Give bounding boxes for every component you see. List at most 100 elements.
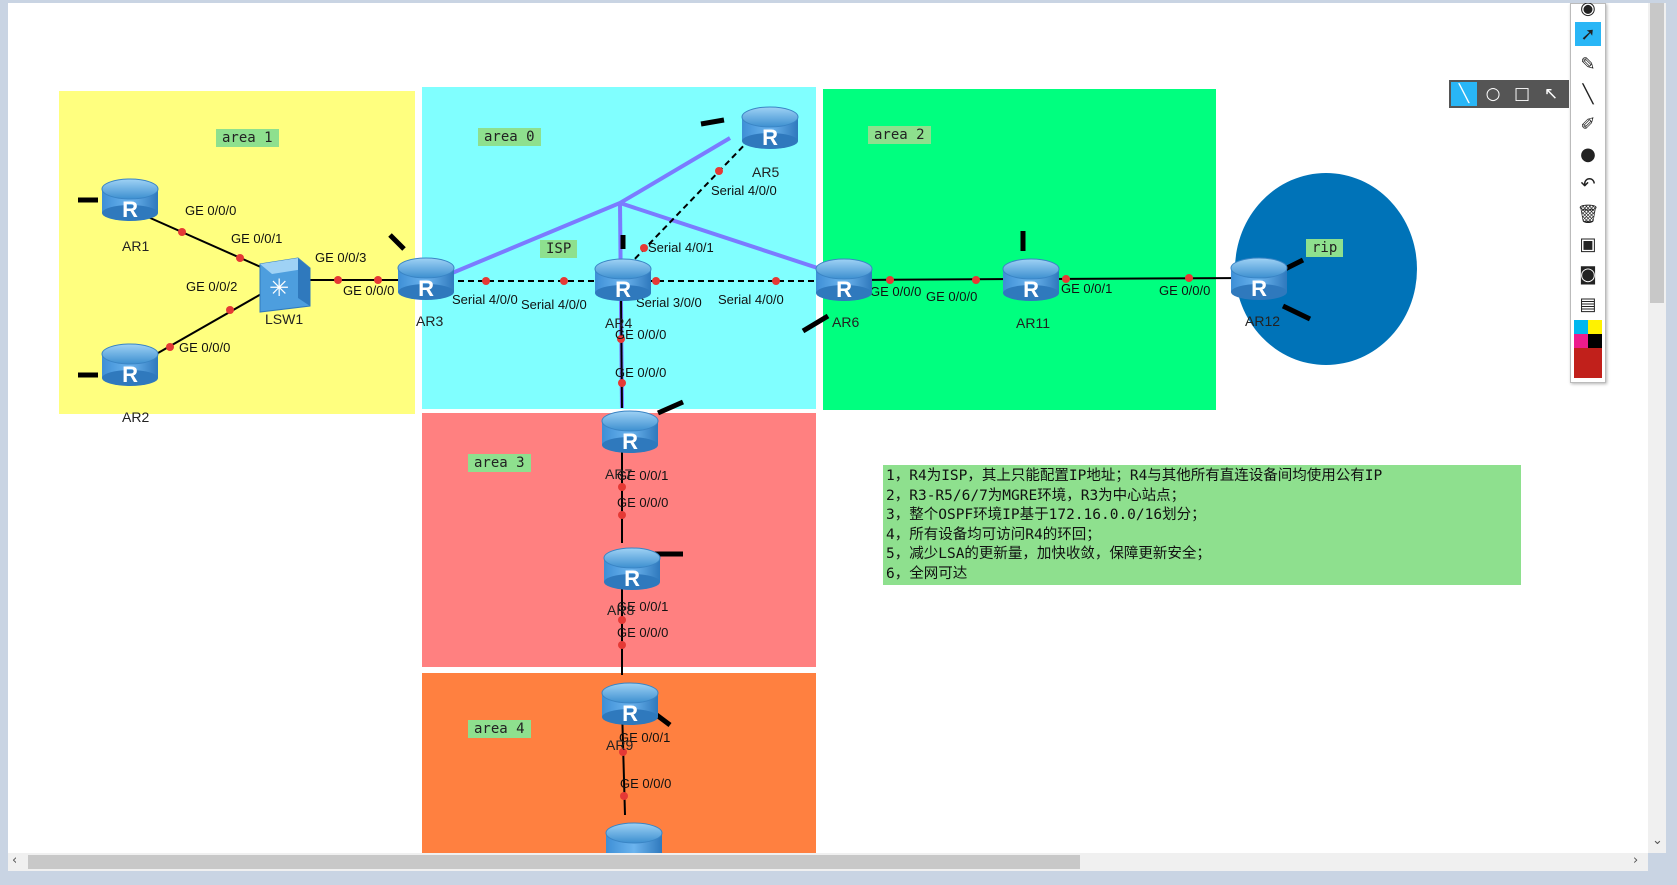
router-ar2[interactable]: R xyxy=(101,343,159,387)
router-ar12[interactable]: R xyxy=(1230,257,1288,301)
port-ar9-ge000: GE 0/0/0 xyxy=(617,625,668,640)
label-ar6: AR6 xyxy=(832,314,859,330)
line-icon[interactable]: ╲ xyxy=(1451,82,1477,106)
color-swatch-black[interactable] xyxy=(1588,334,1602,348)
note-line-3: 3，整个OSPF环境IP基于172.16.0.0/16划分； xyxy=(886,507,1206,523)
note-line-6: 6，全网可达 xyxy=(886,565,968,582)
screen-icon[interactable]: ▣ xyxy=(1579,233,1597,255)
router-ar2-glyph: R xyxy=(122,362,138,387)
color-swatch-cyan[interactable] xyxy=(1574,320,1588,334)
router-ar12-glyph: R xyxy=(1251,276,1267,301)
routers: R R R R R R R xyxy=(101,106,1288,853)
eye-icon[interactable]: ◉ xyxy=(1580,3,1596,19)
area-4-label: area 4 xyxy=(468,720,531,738)
vertical-scroll-thumb[interactable] xyxy=(1650,3,1664,303)
dot-icon[interactable]: ● xyxy=(1580,143,1596,165)
color-swatch-magenta[interactable] xyxy=(1574,334,1588,348)
port-ar4-s400: Serial 4/0/0 xyxy=(521,297,587,312)
link-ar4-ar5 xyxy=(627,135,754,267)
port-ar7-ge001: GE 0/0/1 xyxy=(617,468,668,483)
link-ar11-ar12 xyxy=(1047,277,1251,280)
switch-lsw1[interactable]: ✳ xyxy=(259,257,311,313)
router-ar7[interactable]: R xyxy=(601,410,659,454)
circle-icon[interactable]: ○ xyxy=(1485,84,1501,104)
eraser-icon[interactable]: ✎ xyxy=(1580,53,1596,75)
port-labels: GE 0/0/0 GE 0/0/1 GE 0/0/2 GE 0/0/0 GE 0… xyxy=(179,183,1210,791)
camera-icon[interactable]: ◙ xyxy=(1579,263,1597,285)
horizontal-scrollbar[interactable]: ‹ › xyxy=(8,853,1648,871)
port-ar6-s400: Serial 4/0/0 xyxy=(718,292,784,307)
router-ar11-glyph: R xyxy=(1023,277,1039,302)
port-ar4-s300: Serial 3/0/0 xyxy=(636,295,702,310)
port-ar3-s400: Serial 4/0/0 xyxy=(452,292,518,307)
rip-label: rip xyxy=(1306,239,1344,257)
router-ar4-glyph: R xyxy=(615,277,631,302)
shape-toolbar: ╲ ○ □ ↖ xyxy=(1449,80,1569,108)
highlighter-icon[interactable]: ✐ xyxy=(1580,113,1596,135)
port-lsw1-ge003: GE 0/0/3 xyxy=(315,250,366,265)
router-ar4[interactable]: R xyxy=(594,258,652,302)
port-ar8-ge000: GE 0/0/0 xyxy=(617,495,668,510)
label-ar3: AR3 xyxy=(416,313,443,329)
label-ar8: AR8 xyxy=(607,602,634,618)
port-ar11-ge000: GE 0/0/0 xyxy=(926,289,977,304)
label-ar1: AR1 xyxy=(122,238,149,254)
pen-icon[interactable]: ╲ xyxy=(1582,83,1594,105)
stub-interfaces xyxy=(78,117,1312,727)
router-ar3[interactable]: R xyxy=(397,257,455,301)
arrow-icon[interactable]: ↖ xyxy=(1543,84,1559,104)
router-ar5[interactable]: R xyxy=(741,106,799,150)
topology-diagram: GE 0/0/0 GE 0/0/1 GE 0/0/2 GE 0/0/0 GE 0… xyxy=(78,106,1312,853)
label-ar2: AR2 xyxy=(122,409,149,425)
cursor-icon[interactable]: ➚ xyxy=(1575,22,1601,46)
router-ar9-glyph: R xyxy=(622,701,638,726)
router-ar6[interactable]: R xyxy=(815,258,873,302)
square-icon[interactable]: □ xyxy=(1513,84,1531,104)
annotation-toolbar: ◉ ➚ ✎ ╲ ✐ ● ↶ 🗑 ▣ ◙ ▤ xyxy=(1570,3,1606,383)
trash-icon[interactable]: 🗑 xyxy=(1576,203,1600,225)
topology-canvas[interactable]: area 1 area 0 area 2 area 3 area 4 rip I… xyxy=(8,3,1648,853)
scroll-down-icon[interactable]: ⌄ xyxy=(1652,833,1663,848)
port-ar6-ge000: GE 0/0/0 xyxy=(870,284,921,299)
link-ar6-ar11 xyxy=(857,278,1019,281)
router-ar5-glyph: R xyxy=(762,125,778,150)
area-0-label: area 0 xyxy=(478,128,541,146)
port-ar7-ge000: GE 0/0/0 xyxy=(615,365,666,380)
requirements-note: 1，R4为ISP，其上只能配置IP地址；R4与其他所有直连设备间均使用公有IP … xyxy=(883,465,1521,585)
port-ar1-ge000: GE 0/0/0 xyxy=(185,203,236,218)
label-ar12: AR12 xyxy=(1245,313,1280,329)
router-ar11[interactable]: R xyxy=(1002,258,1060,302)
router-ar8[interactable]: R xyxy=(603,547,661,591)
label-ar11: AR11 xyxy=(1016,315,1050,331)
note-line-1: 1，R4为ISP，其上只能配置IP地址；R4与其他所有直连设备间均使用公有IP xyxy=(886,468,1383,484)
undo-icon[interactable]: ↶ xyxy=(1580,173,1596,195)
tunnel-ar3-ar5 xyxy=(444,136,732,278)
router-ar1[interactable]: R xyxy=(101,178,159,222)
router-ar9[interactable]: R xyxy=(601,682,659,726)
color-swatch-red[interactable] xyxy=(1574,348,1602,378)
horizontal-scroll-thumb[interactable] xyxy=(28,855,1080,869)
color-swatch-yellow[interactable] xyxy=(1588,320,1602,334)
port-dots xyxy=(166,167,1193,800)
port-ar5-s400: Serial 4/0/0 xyxy=(711,183,777,198)
port-ar4-ge000: GE 0/0/0 xyxy=(615,327,666,342)
scroll-right-icon[interactable]: › xyxy=(1633,853,1639,868)
port-ar4-s401: Serial 4/0/1 xyxy=(648,240,714,255)
port-ar11-ge001: GE 0/0/1 xyxy=(1061,281,1112,296)
vertical-scrollbar[interactable]: ⌄ xyxy=(1648,3,1666,853)
label-ar7: AR7 xyxy=(605,466,632,482)
link-ar4-ar7 xyxy=(620,297,623,409)
clipboard-icon[interactable]: ▤ xyxy=(1579,293,1597,315)
switch-icon: ✳ xyxy=(269,274,289,302)
label-ar4: AR4 xyxy=(605,315,632,331)
area-2-label: area 2 xyxy=(868,126,931,144)
router-ar10-partial[interactable] xyxy=(605,822,663,853)
label-lsw1: LSW1 xyxy=(265,311,303,327)
note-line-5: 5，减少LSA的更新量，加快收敛，保障更新安全； xyxy=(886,546,1211,562)
scroll-left-icon[interactable]: ‹ xyxy=(12,853,18,868)
router-ar3-glyph: R xyxy=(418,276,434,301)
note-line-2: 2，R3-R5/6/7为MGRE环境，R3为中心站点； xyxy=(886,487,1186,504)
port-ar2-ge000: GE 0/0/0 xyxy=(179,340,230,355)
device-labels: AR1 AR2 LSW1 AR3 AR4 AR5 AR6 AR11 AR12 A… xyxy=(122,164,1280,753)
router-ar8-glyph: R xyxy=(624,566,640,591)
